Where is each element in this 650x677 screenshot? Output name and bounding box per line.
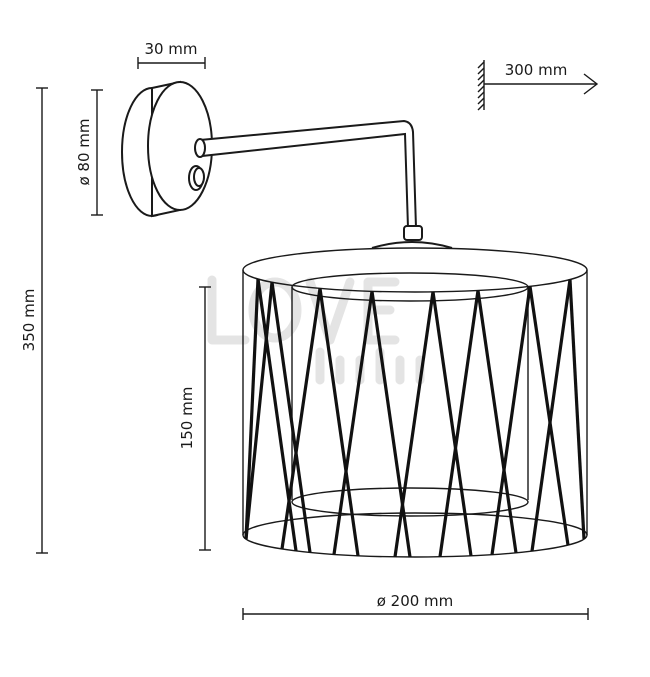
overall-height-label: 350 mm <box>20 289 38 352</box>
wire-strip <box>318 288 360 556</box>
wire-strip <box>431 291 473 557</box>
wall-canopy <box>121 80 213 218</box>
wire-strip <box>270 282 312 553</box>
wall-hatch-line <box>477 61 485 69</box>
shade-diameter-label: ø 200 mm <box>377 592 454 610</box>
wire-strip <box>530 279 572 552</box>
dimension-shade-height: 150 mm <box>178 286 211 551</box>
dimension-canopy-diameter: ø 80 mm <box>75 89 103 216</box>
wall-hatch-line <box>477 85 485 93</box>
projection-label: 300 mm <box>505 61 568 79</box>
wall-hatch-line <box>477 97 485 105</box>
wall-hatch-line <box>477 79 485 87</box>
wire-strip <box>438 290 480 557</box>
dimension-overall-height: 350 mm <box>20 87 48 554</box>
wall-hatch-line <box>477 91 485 99</box>
wall-hatch-line <box>477 103 485 111</box>
canopy-depth-label: 30 mm <box>144 40 197 58</box>
shade-wire-strips <box>244 278 586 558</box>
canopy-diameter-label: ø 80 mm <box>75 118 93 185</box>
wire-strip <box>244 282 274 540</box>
wire-strip <box>370 291 412 558</box>
dimension-projection: 300 mm <box>477 60 599 111</box>
shade-height-label: 150 mm <box>178 387 196 450</box>
dimension-canopy-depth: 30 mm <box>137 40 206 69</box>
wire-strip <box>568 279 586 540</box>
wire-strip <box>476 290 518 554</box>
wire-strip <box>490 286 532 555</box>
wall-hatch-line <box>477 67 485 75</box>
wire-strip <box>393 291 435 558</box>
lamp-shade <box>242 241 588 558</box>
wire-strip <box>332 291 374 555</box>
wall-hatch-line <box>477 73 485 81</box>
wire-strip <box>280 288 322 550</box>
lamp-arm <box>194 119 423 241</box>
dimension-shade-diameter: ø 200 mm <box>242 592 589 620</box>
wire-strip <box>244 278 260 540</box>
wire-strip <box>528 286 570 546</box>
